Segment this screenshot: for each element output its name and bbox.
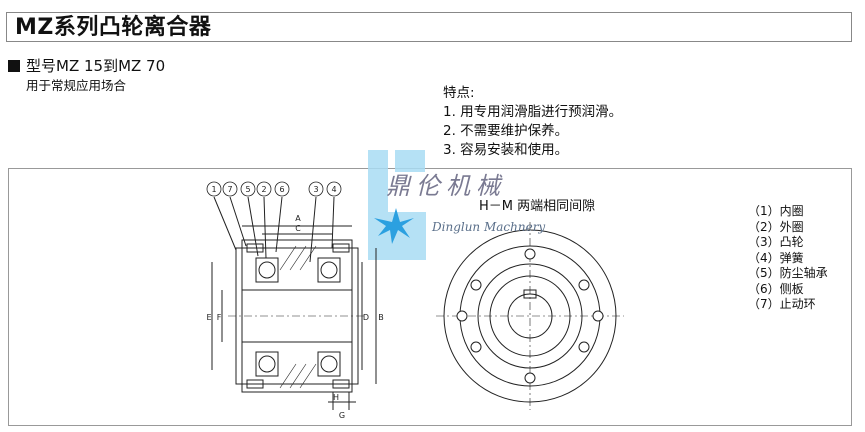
- feature-item: 1. 用专用润滑脂进行预润滑。: [443, 104, 623, 120]
- watermark-en: Dinglun Machnery: [432, 220, 546, 234]
- legend-item: （2）外圈: [748, 219, 804, 234]
- callout-label: 5: [245, 185, 250, 194]
- model-range: 型号MZ 15到MZ 70: [8, 56, 165, 76]
- callout-label: 1: [211, 185, 216, 194]
- legend-item: （4）弹簧: [748, 250, 804, 265]
- dim-label-g: G: [339, 411, 345, 420]
- dim-label-h: H: [333, 393, 339, 402]
- feature-item: 2. 不需要维护保养。: [443, 123, 569, 139]
- model-range-text: 型号MZ 15到MZ 70: [26, 57, 166, 75]
- features-title: 特点:: [443, 85, 475, 101]
- diagram-frame: [8, 168, 852, 426]
- callout-label: 2: [261, 185, 266, 194]
- square-bullet-icon: [8, 60, 20, 72]
- callout-markers: [206, 181, 342, 197]
- watermark-cn: 鼎伦机械: [386, 172, 506, 200]
- page-title: MZ系列凸轮离合器: [15, 15, 212, 40]
- callout-label: 4: [331, 185, 336, 194]
- legend-item: （1）内圈: [748, 204, 804, 218]
- watermark-star-icon: [374, 208, 414, 244]
- callout-label: 7: [227, 185, 232, 194]
- feature-item: 3. 容易安装和使用。: [443, 142, 569, 158]
- dim-label-e: E: [206, 313, 211, 322]
- legend-item: （7）止动环: [748, 297, 816, 311]
- side-section-view: [211, 196, 377, 410]
- usage-note: 用于常规应用场合: [26, 78, 127, 93]
- title-bar: MZ系列凸轮离合器: [6, 12, 852, 42]
- legend-item: （5）防尘轴承: [748, 266, 828, 280]
- legend-item: （3）凸轮: [748, 235, 804, 249]
- features-list: 特点: 1. 用专用润滑脂进行预润滑。 2. 不需要维护保养。 3. 容易安装和…: [443, 84, 622, 160]
- parts-legend: （1）内圈 （2）外圈 （3）凸轮 （4）弹簧 （5）防尘轴承 （6）侧板 （7…: [748, 204, 828, 313]
- hm-gap-note: H－M 两端相同间隙: [479, 199, 596, 214]
- callout-label: 6: [279, 185, 284, 194]
- dim-label-c: C: [295, 224, 301, 233]
- bolt-holes: [456, 248, 604, 384]
- legend-item: （6）侧板: [748, 281, 804, 296]
- dim-label-d: D: [363, 313, 369, 322]
- dim-label-b: B: [378, 313, 384, 322]
- dim-label-f: F: [217, 313, 222, 322]
- dim-label-a: A: [295, 214, 301, 223]
- callout-label: 3: [313, 185, 318, 194]
